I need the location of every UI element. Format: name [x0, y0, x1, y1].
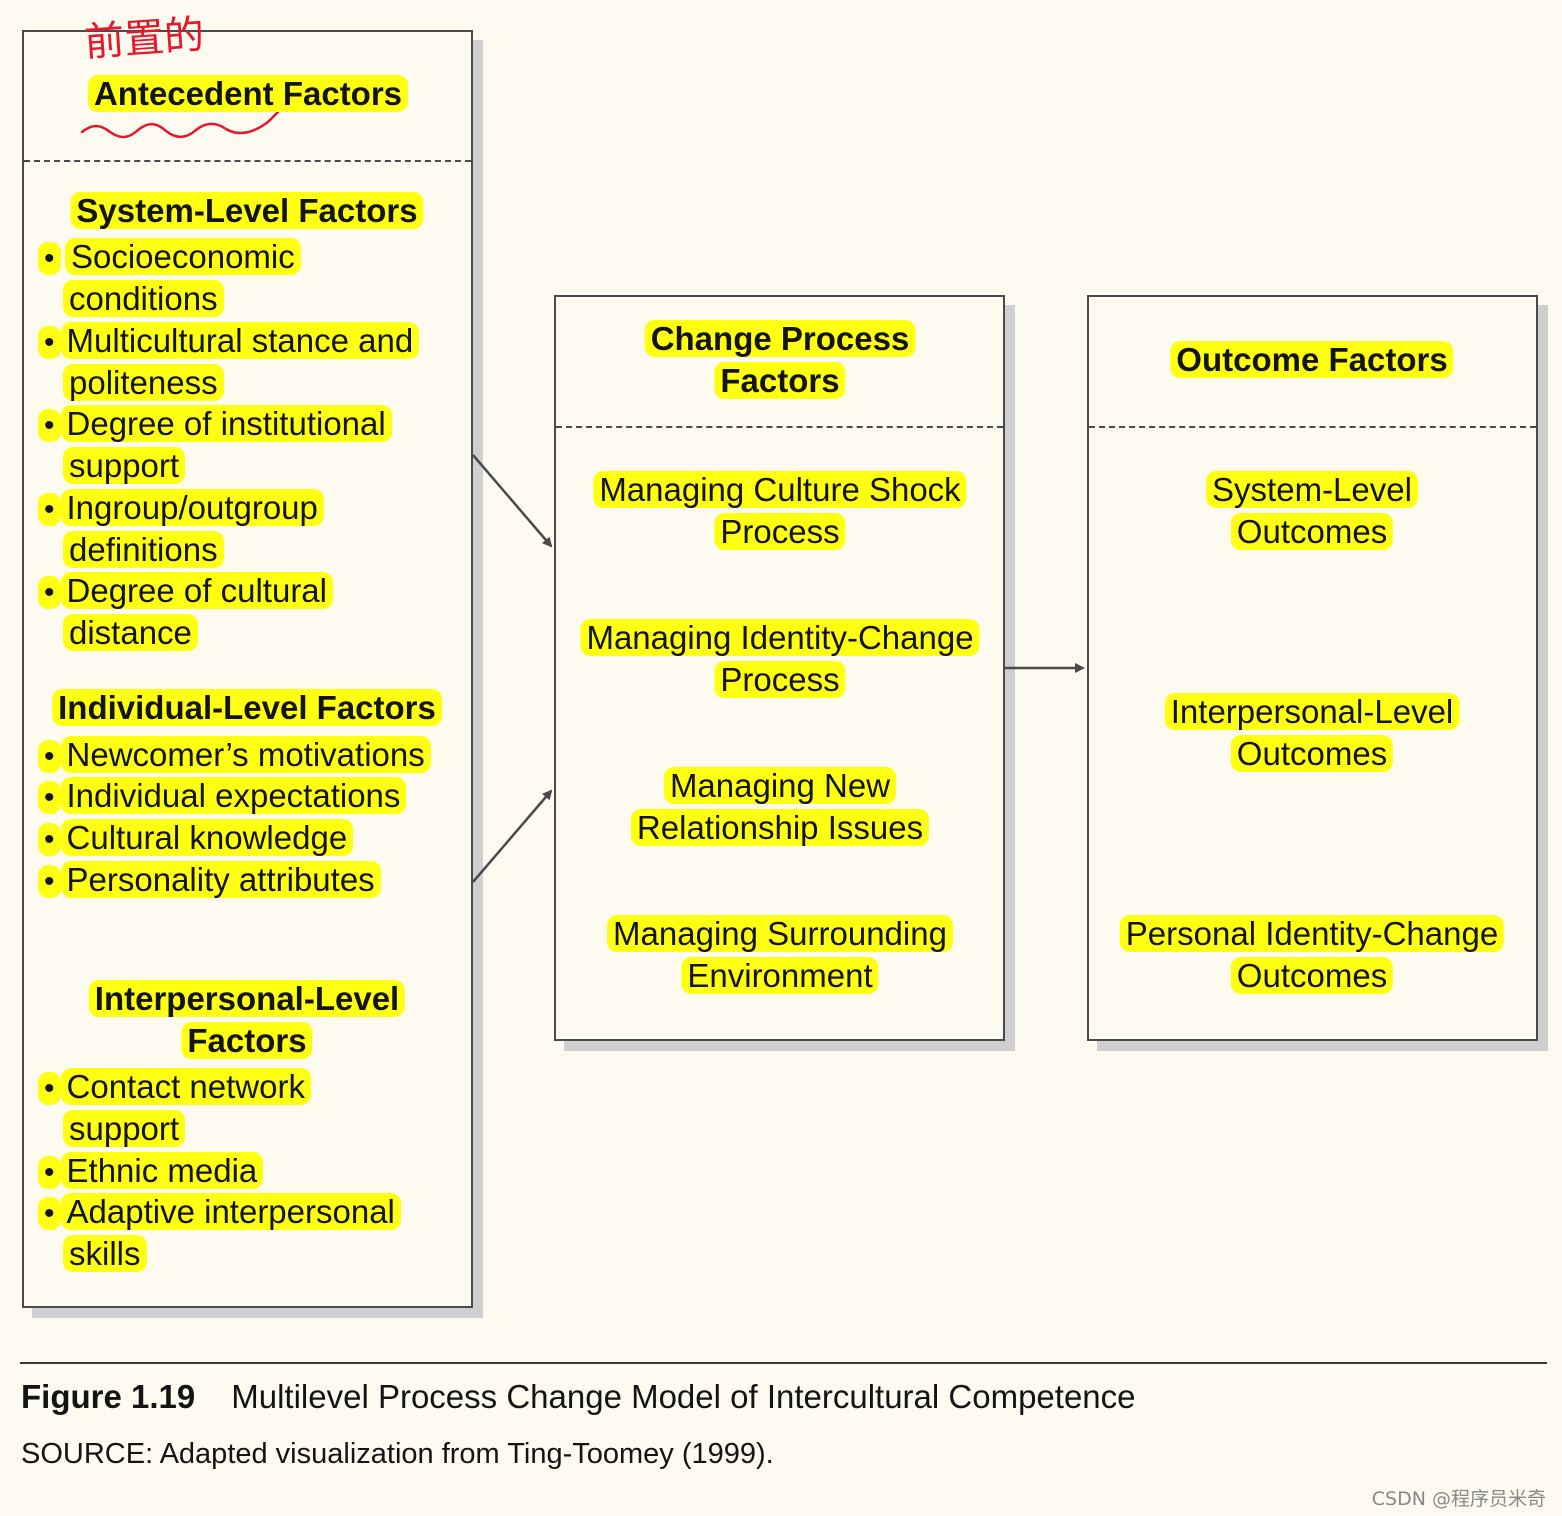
- bullet-item: •Ingroup/outgroup: [38, 487, 324, 531]
- bullet-dot: •: [38, 242, 61, 275]
- system-level-heading: System-Level Factors: [70, 190, 424, 232]
- change-item-line2: Environment: [681, 955, 879, 997]
- outcome-item: System-Level: [1206, 469, 1418, 511]
- outcome-factors-title: Outcome Factors: [1170, 339, 1454, 381]
- outcome-item-line2: Outcomes: [1230, 955, 1394, 997]
- bullet-continuation: conditions: [63, 278, 224, 320]
- bullet-dot: •: [38, 740, 61, 773]
- bullet-continuation: skills: [63, 1233, 147, 1275]
- bullet-item: •Personality attributes: [38, 859, 381, 903]
- bullet-dot: •: [38, 326, 61, 359]
- change-item-line2: Process: [714, 659, 846, 701]
- bullet-dot: •: [38, 576, 61, 609]
- change-item-line2: Process: [714, 511, 846, 553]
- change-item: Managing Surrounding: [607, 913, 953, 955]
- bullet-item: • Socioeconomic: [38, 236, 301, 280]
- bullet-item: •Ethnic media: [38, 1150, 264, 1194]
- handwritten-squiggle-underline: [80, 110, 280, 139]
- caption-rule: [20, 1362, 1547, 1364]
- handwritten-annotation: 前置的: [82, 11, 206, 67]
- bullet-continuation: distance: [63, 612, 198, 654]
- figure-title: Multilevel Process Change Model of Inter…: [231, 1378, 1136, 1415]
- change-divider: [556, 426, 1003, 428]
- antecedent-title: Antecedent Factors: [87, 73, 409, 115]
- figure-label: Figure 1.19: [21, 1378, 196, 1415]
- outcome-item: Interpersonal-Level: [1164, 691, 1460, 733]
- bullet-dot: •: [38, 1197, 61, 1230]
- outcome-divider: [1089, 426, 1536, 428]
- interpersonal-level-heading-line2: Factors: [181, 1020, 313, 1062]
- bullet-item: •Newcomer’s motivations: [38, 734, 431, 778]
- watermark: CSDN @程序员米奇: [1371, 1488, 1546, 1510]
- arrow-antecedent-to-change-upper: [472, 454, 553, 548]
- bullet-dot: •: [38, 1072, 61, 1105]
- change-process-title: Change Process: [644, 318, 916, 360]
- bullet-dot: •: [38, 409, 61, 442]
- bullet-item: •Cultural knowledge: [38, 817, 354, 861]
- outcome-item-line2: Outcomes: [1230, 733, 1394, 775]
- figure-caption: Figure 1.19 Multilevel Process Change Mod…: [21, 1378, 1136, 1416]
- interpersonal-level-heading: Interpersonal-Level: [88, 978, 406, 1020]
- bullet-item: •Adaptive interpersonal: [38, 1191, 401, 1235]
- change-item: Managing New: [663, 765, 897, 807]
- bullet-continuation: definitions: [63, 529, 224, 571]
- change-item: Managing Culture Shock: [593, 469, 967, 511]
- bullet-continuation: politeness: [63, 362, 224, 404]
- individual-level-heading: Individual-Level Factors: [52, 687, 442, 729]
- bullet-dot: •: [38, 823, 61, 856]
- bullet-item: •Multicultural stance and: [38, 320, 420, 364]
- change-item-line2: Relationship Issues: [630, 807, 930, 849]
- change-process-title-line2: Factors: [714, 360, 846, 402]
- outcome-item-line2: Outcomes: [1230, 511, 1394, 553]
- bullet-continuation: support: [63, 445, 186, 487]
- bullet-dot: •: [38, 1156, 61, 1189]
- bullet-dot: •: [38, 781, 61, 814]
- bullet-item: •Degree of institutional: [38, 403, 392, 447]
- antecedent-divider: [24, 160, 471, 162]
- bullet-item: •Degree of cultural: [38, 570, 333, 614]
- bullet-dot: •: [38, 865, 61, 898]
- bullet-item: •Individual expectations: [38, 775, 407, 819]
- bullet-dot: •: [38, 493, 61, 526]
- change-item: Managing Identity-Change: [580, 617, 980, 659]
- bullet-item: •Contact network: [38, 1066, 311, 1110]
- bullet-continuation: support: [63, 1108, 186, 1150]
- outcome-item: Personal Identity-Change: [1119, 913, 1505, 955]
- figure-source: SOURCE: Adapted visualization from Ting-…: [21, 1438, 774, 1470]
- arrow-antecedent-to-change-lower: [472, 789, 553, 883]
